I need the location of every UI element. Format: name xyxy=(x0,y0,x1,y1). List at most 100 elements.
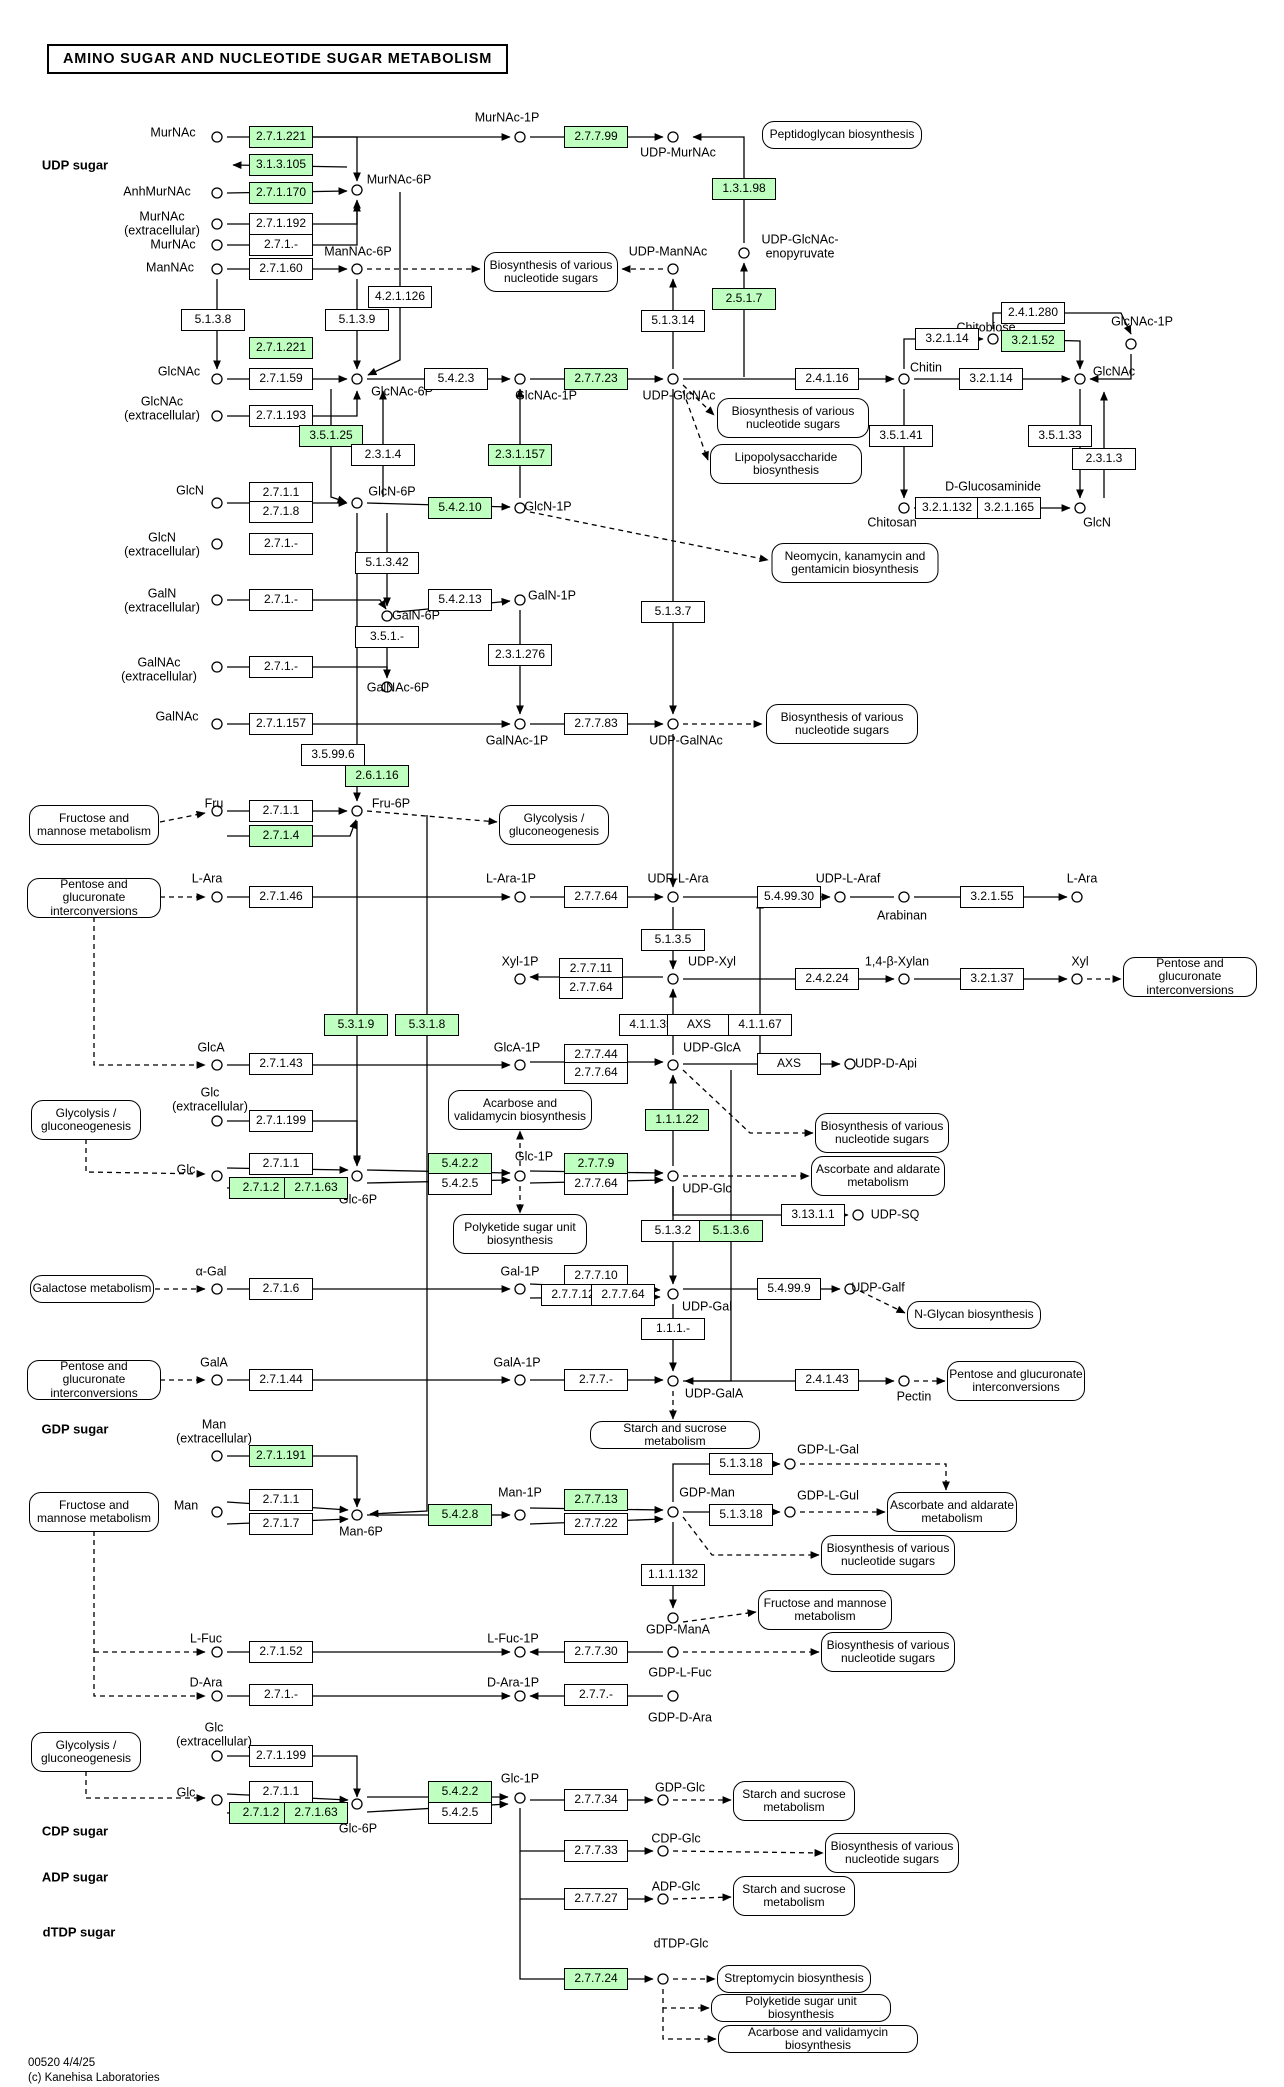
enzyme-box[interactable]: 2.7.7.23 xyxy=(564,368,628,390)
enzyme-box[interactable]: 2.7.7.34 xyxy=(564,1789,628,1811)
enzyme-box[interactable]: 2.7.7.99 xyxy=(564,126,628,148)
compound-node[interactable] xyxy=(211,1450,223,1462)
enzyme-box[interactable]: 5.4.2.13 xyxy=(428,589,492,611)
enzyme-box[interactable]: AXS xyxy=(667,1014,731,1036)
compound-node[interactable] xyxy=(667,1059,679,1071)
compound-node[interactable] xyxy=(514,1792,526,1804)
compound-node[interactable] xyxy=(351,1170,363,1182)
enzyme-box[interactable]: 2.7.1.- xyxy=(249,1684,313,1706)
enzyme-box[interactable]: 3.2.1.132 xyxy=(915,497,979,519)
compound-node[interactable] xyxy=(211,239,223,251)
compound-node[interactable] xyxy=(657,1893,669,1905)
enzyme-box[interactable]: 3.2.1.52 xyxy=(1001,330,1065,352)
compound-node[interactable] xyxy=(784,1506,796,1518)
compound-node[interactable] xyxy=(667,263,679,275)
compound-node[interactable] xyxy=(898,973,910,985)
enzyme-box[interactable]: 2.7.1.193 xyxy=(249,405,313,427)
compound-node[interactable] xyxy=(211,497,223,509)
enzyme-box[interactable]: 5.4.2.2 xyxy=(428,1153,492,1175)
compound-node[interactable] xyxy=(351,805,363,817)
enzyme-box[interactable]: 2.7.7.27 xyxy=(564,1888,628,1910)
pathway-link[interactable]: Fructose and mannose metabolism xyxy=(758,1590,892,1630)
pathway-link[interactable]: Fructose and mannose metabolism xyxy=(29,1492,159,1532)
compound-node[interactable] xyxy=(211,1283,223,1295)
compound-node[interactable] xyxy=(351,1509,363,1521)
compound-node[interactable] xyxy=(1074,502,1086,514)
compound-node[interactable] xyxy=(852,1209,864,1221)
compound-node[interactable] xyxy=(211,373,223,385)
compound-node[interactable] xyxy=(514,1646,526,1658)
enzyme-box[interactable]: 1.3.1.98 xyxy=(712,178,776,200)
compound-node[interactable] xyxy=(1071,973,1083,985)
compound-node[interactable] xyxy=(898,1375,910,1387)
pathway-link[interactable]: Biosynthesis of various nucleotide sugar… xyxy=(821,1535,955,1575)
compound-node[interactable] xyxy=(514,131,526,143)
compound-node[interactable] xyxy=(987,333,999,345)
compound-node[interactable] xyxy=(667,1646,679,1658)
compound-node[interactable] xyxy=(657,1845,669,1857)
compound-node[interactable] xyxy=(211,891,223,903)
compound-node[interactable] xyxy=(211,805,223,817)
compound-node[interactable] xyxy=(514,502,526,514)
pathway-link[interactable]: Biosynthesis of various nucleotide sugar… xyxy=(484,252,618,292)
compound-node[interactable] xyxy=(211,594,223,606)
compound-node[interactable] xyxy=(351,373,363,385)
enzyme-box[interactable]: 2.3.1.3 xyxy=(1072,448,1136,470)
enzyme-box[interactable]: 2.7.7.64 xyxy=(564,1062,628,1084)
enzyme-box[interactable]: 2.7.7.12 xyxy=(541,1284,605,1306)
enzyme-box[interactable]: 2.7.7.33 xyxy=(564,1840,628,1862)
compound-node[interactable] xyxy=(211,187,223,199)
compound-node[interactable] xyxy=(381,681,393,693)
enzyme-box[interactable]: 2.7.1.221 xyxy=(249,337,313,359)
enzyme-box[interactable]: 1.1.1.- xyxy=(641,1318,705,1340)
compound-node[interactable] xyxy=(211,1170,223,1182)
compound-node[interactable] xyxy=(784,1458,796,1470)
enzyme-box[interactable]: 5.1.3.2 xyxy=(641,1220,705,1242)
enzyme-box[interactable]: 2.7.1.191 xyxy=(249,1445,313,1467)
compound-node[interactable] xyxy=(514,1059,526,1071)
enzyme-box[interactable]: 2.7.1.44 xyxy=(249,1369,313,1391)
enzyme-box[interactable]: 2.7.7.24 xyxy=(564,1968,628,1990)
enzyme-box[interactable]: 5.1.3.7 xyxy=(641,601,705,623)
compound-node[interactable] xyxy=(351,263,363,275)
enzyme-box[interactable]: 2.7.1.170 xyxy=(249,182,313,204)
enzyme-box[interactable]: 2.7.1.43 xyxy=(249,1053,313,1075)
pathway-link[interactable]: Glycolysis / gluconeogenesis xyxy=(31,1100,141,1140)
compound-node[interactable] xyxy=(667,718,679,730)
compound-node[interactable] xyxy=(834,891,846,903)
compound-node[interactable] xyxy=(211,1115,223,1127)
compound-node[interactable] xyxy=(211,1794,223,1806)
enzyme-box[interactable]: 2.7.1.6 xyxy=(249,1278,313,1300)
enzyme-box[interactable]: 2.7.1.2 xyxy=(229,1802,293,1824)
enzyme-box[interactable]: 5.1.3.9 xyxy=(325,309,389,331)
enzyme-box[interactable]: 5.1.3.5 xyxy=(641,929,705,951)
compound-node[interactable] xyxy=(667,131,679,143)
compound-node[interactable] xyxy=(667,1170,679,1182)
compound-node[interactable] xyxy=(514,1170,526,1182)
compound-node[interactable] xyxy=(211,410,223,422)
pathway-link[interactable]: Acarbose and validamycin biosynthesis xyxy=(448,1090,592,1130)
enzyme-box[interactable]: 2.7.1.- xyxy=(249,533,313,555)
enzyme-box[interactable]: 2.4.2.24 xyxy=(795,968,859,990)
enzyme-box[interactable]: 5.1.3.18 xyxy=(709,1453,773,1475)
compound-node[interactable] xyxy=(1074,373,1086,385)
enzyme-box[interactable]: 2.7.1.7 xyxy=(249,1513,313,1535)
compound-node[interactable] xyxy=(351,497,363,509)
compound-node[interactable] xyxy=(514,1374,526,1386)
enzyme-box[interactable]: 3.13.1.1 xyxy=(781,1204,845,1226)
enzyme-box[interactable]: 3.5.1.- xyxy=(355,626,419,648)
enzyme-box[interactable]: 2.6.1.16 xyxy=(345,765,409,787)
pathway-link[interactable]: Biosynthesis of various nucleotide sugar… xyxy=(717,398,869,438)
compound-node[interactable] xyxy=(844,1058,856,1070)
enzyme-box[interactable]: 2.4.1.16 xyxy=(795,368,859,390)
enzyme-box[interactable]: 3.2.1.14 xyxy=(915,328,979,350)
compound-node[interactable] xyxy=(351,1798,363,1810)
enzyme-box[interactable]: 5.4.2.2 xyxy=(428,1781,492,1803)
enzyme-box[interactable]: 2.7.7.64 xyxy=(591,1284,655,1306)
enzyme-box[interactable]: 5.4.99.9 xyxy=(757,1278,821,1300)
enzyme-box[interactable]: 2.7.1.199 xyxy=(249,1110,313,1132)
pathway-link[interactable]: Biosynthesis of various nucleotide sugar… xyxy=(825,1833,959,1873)
compound-node[interactable] xyxy=(514,1690,526,1702)
pathway-link[interactable]: Peptidoglycan biosynthesis xyxy=(762,121,922,149)
compound-node[interactable] xyxy=(667,373,679,385)
